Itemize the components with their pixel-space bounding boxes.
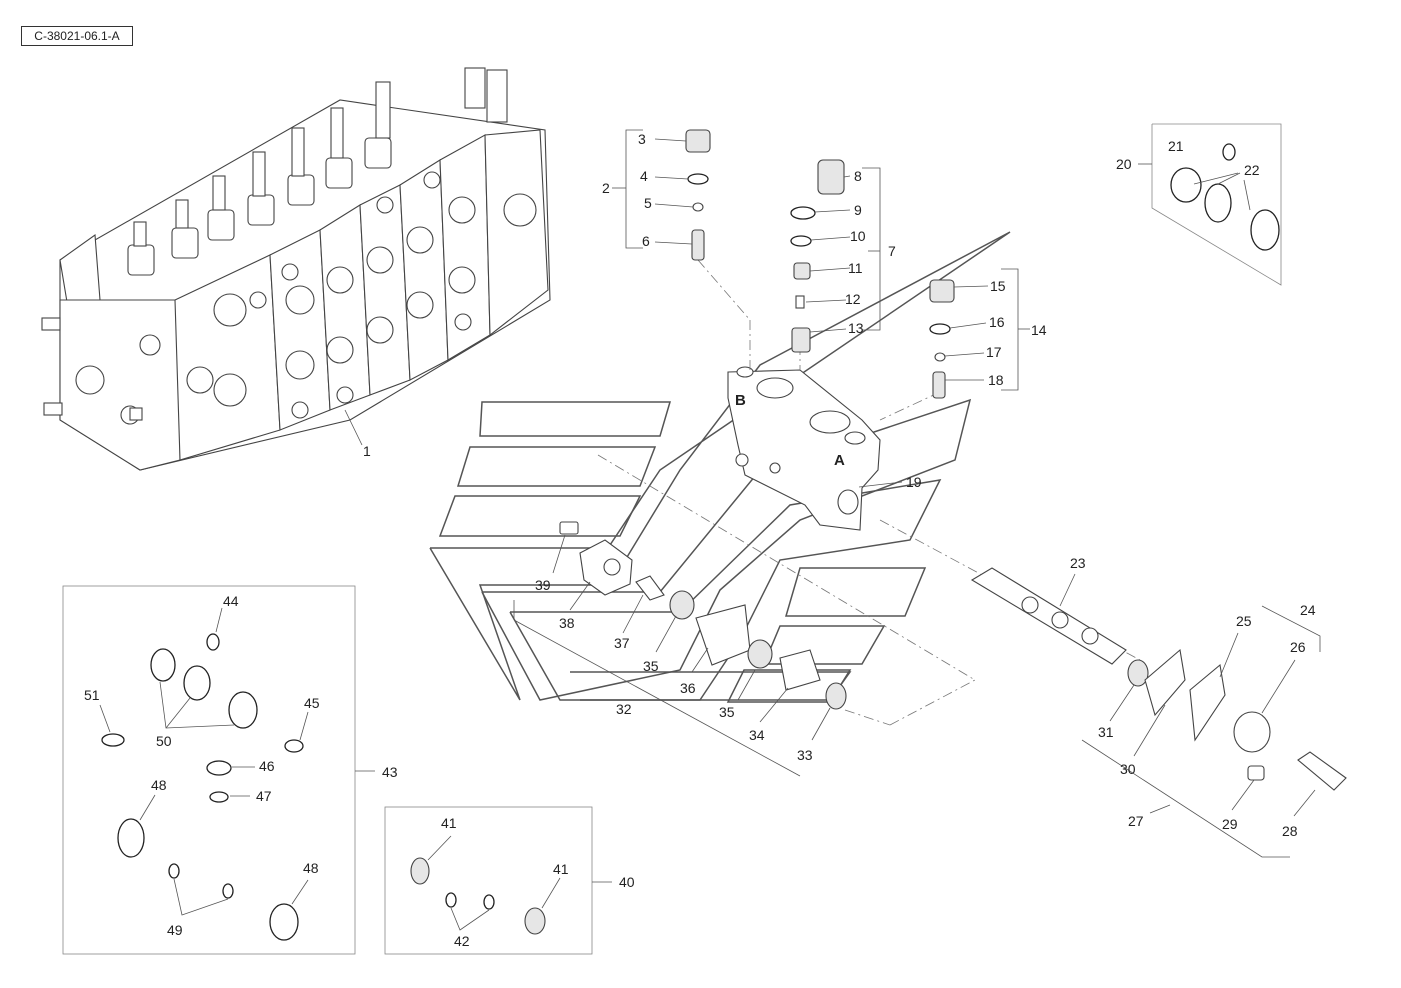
spool-and-seal-parts <box>559 521 1347 791</box>
control-valve-bank-drawing <box>41 67 551 471</box>
callout-35-right: 35 <box>719 704 735 720</box>
callout-32: 32 <box>616 701 632 717</box>
valve-section-body: B A <box>727 366 881 531</box>
callout-10: 10 <box>850 228 866 244</box>
callout-33: 33 <box>797 747 813 763</box>
callout-15: 15 <box>990 278 1006 294</box>
port-a-label: A <box>834 452 845 469</box>
seal-kit-20 <box>1151 123 1282 286</box>
callout-51: 51 <box>84 687 100 703</box>
callout-4: 4 <box>640 168 648 184</box>
callout-labels: 1 2 3 4 5 6 7 8 9 10 11 12 13 14 15 16 1… <box>84 131 1316 949</box>
callout-23: 23 <box>1070 555 1086 571</box>
callout-44: 44 <box>223 593 239 609</box>
diagram-reference-label: C-38021-06.1-A <box>21 26 133 46</box>
callout-36: 36 <box>680 680 696 696</box>
callout-19: 19 <box>906 474 922 490</box>
callout-39: 39 <box>535 577 551 593</box>
callout-13: 13 <box>848 320 864 336</box>
callout-29: 29 <box>1222 816 1238 832</box>
callout-11: 11 <box>848 260 863 276</box>
callout-27: 27 <box>1128 813 1144 829</box>
callout-21: 21 <box>1168 138 1184 154</box>
callout-28: 28 <box>1282 823 1298 839</box>
seal-kit-40 <box>384 806 593 955</box>
callout-37: 37 <box>614 635 630 651</box>
callout-42: 42 <box>454 933 470 949</box>
callout-50: 50 <box>156 733 172 749</box>
relief-valve-parts <box>685 129 955 399</box>
callout-30: 30 <box>1120 761 1136 777</box>
callout-3: 3 <box>638 131 646 147</box>
callout-20: 20 <box>1116 156 1132 172</box>
callout-9: 9 <box>854 202 862 218</box>
callout-38: 38 <box>559 615 575 631</box>
callout-7: 7 <box>888 243 896 259</box>
callout-25: 25 <box>1236 613 1252 629</box>
port-b-label: B <box>735 392 746 409</box>
callout-34: 34 <box>749 727 765 743</box>
seal-kit-43 <box>62 585 356 955</box>
callout-48-right: 48 <box>303 860 319 876</box>
callout-49: 49 <box>167 922 183 938</box>
callout-22: 22 <box>1244 162 1260 178</box>
callout-41-right: 41 <box>553 861 569 877</box>
callout-43: 43 <box>382 764 398 780</box>
callout-31: 31 <box>1098 724 1114 740</box>
callout-47: 47 <box>256 788 272 804</box>
callout-6: 6 <box>642 233 650 249</box>
callout-40: 40 <box>619 874 635 890</box>
callout-26: 26 <box>1290 639 1306 655</box>
callout-8: 8 <box>854 168 862 184</box>
callout-48-left: 48 <box>151 777 167 793</box>
callout-24: 24 <box>1300 602 1316 618</box>
callout-14: 14 <box>1031 322 1047 338</box>
callout-46: 46 <box>259 758 275 774</box>
callout-35-left: 35 <box>643 658 659 674</box>
callout-17: 17 <box>986 344 1002 360</box>
callout-41-left: 41 <box>441 815 457 831</box>
callout-12: 12 <box>845 291 861 307</box>
callout-45: 45 <box>304 695 320 711</box>
callout-5: 5 <box>644 195 652 211</box>
callout-16: 16 <box>989 314 1005 330</box>
callout-18: 18 <box>988 372 1004 388</box>
callout-1: 1 <box>363 443 371 459</box>
leader-lines <box>99 129 1321 931</box>
callout-2: 2 <box>602 180 610 196</box>
